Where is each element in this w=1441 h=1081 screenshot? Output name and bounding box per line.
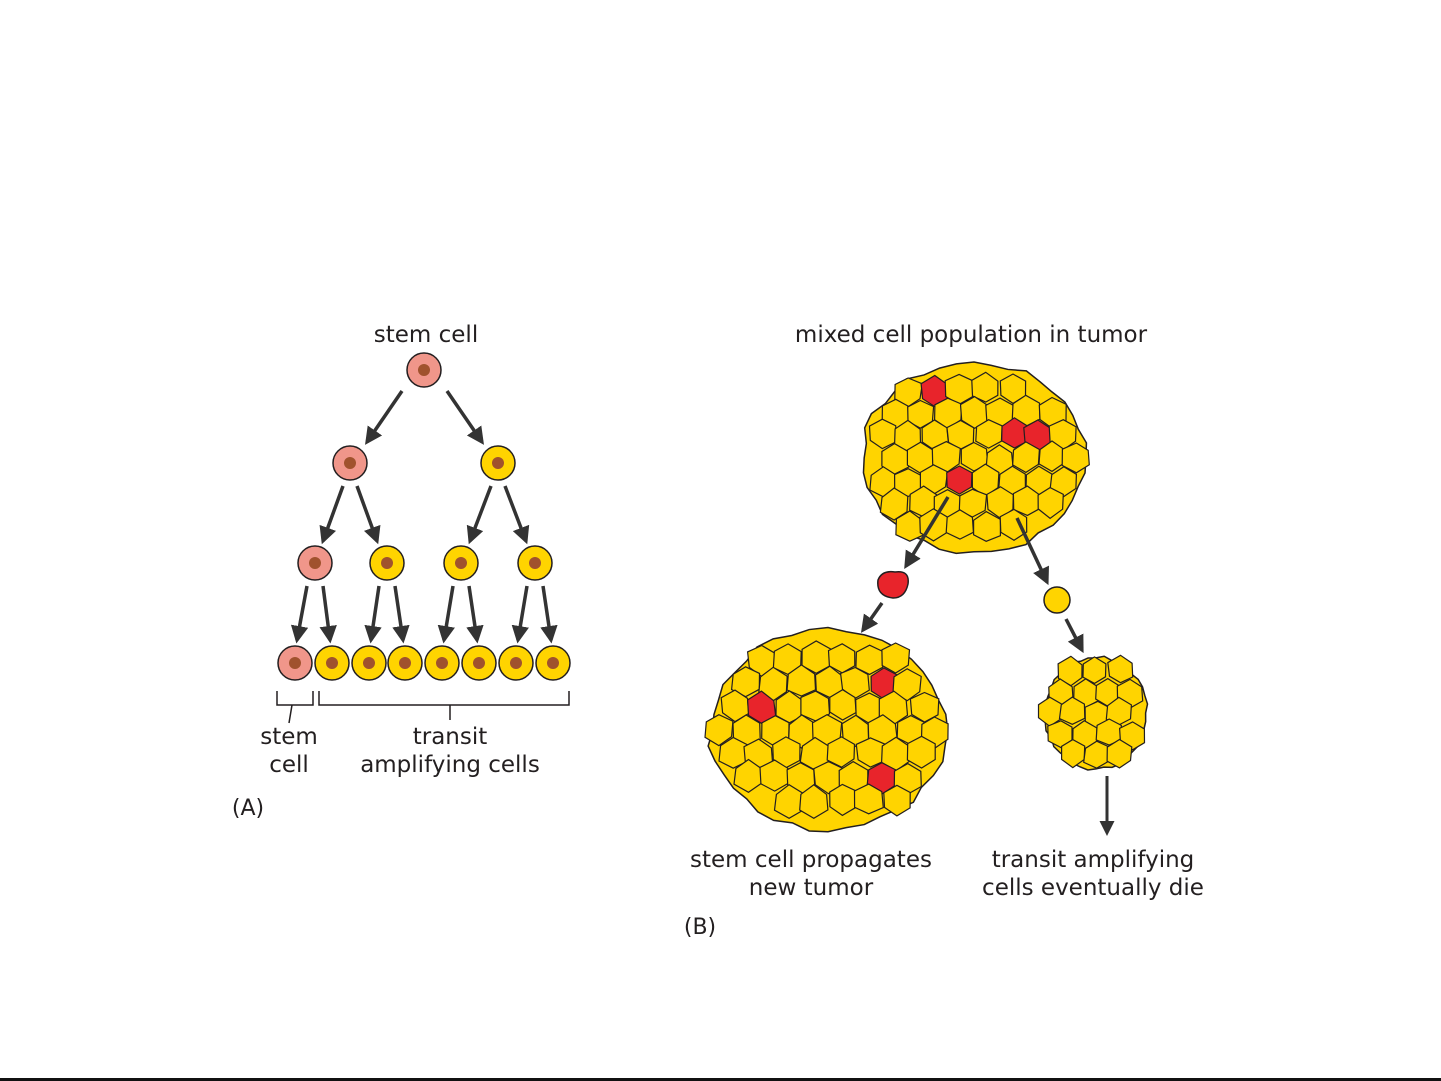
cell-nucleus [492,457,504,469]
transit-cells-bracket [319,691,569,705]
transit-label-line1: transit [413,724,488,750]
division-arrow [395,586,403,640]
cell-nucleus [436,657,448,669]
division-arrow [297,586,307,640]
panel-b-title: mixed cell population in tumor [795,322,1148,348]
division-arrow [444,586,453,640]
division-arrow [505,486,526,541]
transit-cell-gen2 [444,546,478,580]
transit-cell-gen3 [388,646,422,680]
cell-nucleus [309,557,321,569]
cell-nucleus [473,657,485,669]
division-arrow [543,586,551,640]
transit-cell-gen3 [425,646,459,680]
division-arrow [323,486,343,541]
transit-cell-gen2 [370,546,404,580]
panel-b-label: (B) [684,915,716,940]
released-stem-cell [878,572,908,598]
stem-cell-gen1 [333,446,367,480]
cell-nucleus [326,657,338,669]
stem-label-line2: cell [269,752,309,778]
left-caption-line1: stem cell propagates [690,847,932,873]
arrow-to-new-tumor [863,603,882,630]
left-caption-line2: new tumor [749,875,874,901]
right-caption-line1: transit amplifying [992,847,1195,873]
transit-cell-gen2 [518,546,552,580]
division-arrow [323,586,330,640]
division-arrow [470,486,491,541]
cell-nucleus [510,657,522,669]
stem-cell-root [407,353,441,387]
panel-b: mixed cell population in tumor stem cell… [684,322,1204,940]
transit-label-line2: amplifying cells [360,752,540,778]
transit-cluster [1039,655,1148,770]
cell-nucleus [344,457,356,469]
stem-label-line1: stem [260,724,318,750]
lineage-arrows [297,391,551,640]
cell-nucleus [547,657,559,669]
stem-cell-gen3 [278,646,312,680]
stem-cell-gen2 [298,546,332,580]
mixed-tumor [863,362,1089,553]
cell-nucleus [529,557,541,569]
transit-cell-gen1 [481,446,515,480]
panel-a-title: stem cell [374,322,478,348]
panel-a-label: (A) [232,796,264,821]
division-arrow [518,586,527,640]
arrow-to-transit-cluster [1066,619,1082,650]
transit-cell-gen3 [536,646,570,680]
cell-nucleus [455,557,467,569]
new-tumor [705,627,948,831]
cell-nucleus [363,657,375,669]
transit-cell-gen3 [462,646,496,680]
stem-cell-bracket [277,691,313,705]
transit-cell-gen3 [352,646,386,680]
cell-nucleus [381,557,393,569]
transit-cell-gen3 [315,646,349,680]
released-transit-cell [1044,587,1070,613]
division-arrow [447,391,482,442]
right-caption-line2: cells eventually die [982,875,1204,901]
cell-nucleus [399,657,411,669]
transit-cell-gen3 [499,646,533,680]
division-arrow [367,391,402,442]
division-arrow [469,586,477,640]
division-arrow [371,586,379,640]
stem-bracket-leader [289,705,292,723]
division-arrow [357,486,377,541]
cell-nucleus [289,657,301,669]
cell-nucleus [418,364,430,376]
lineage-cells [278,353,570,680]
panel-a: stem cell stem cell transit amplifying c… [232,322,570,821]
